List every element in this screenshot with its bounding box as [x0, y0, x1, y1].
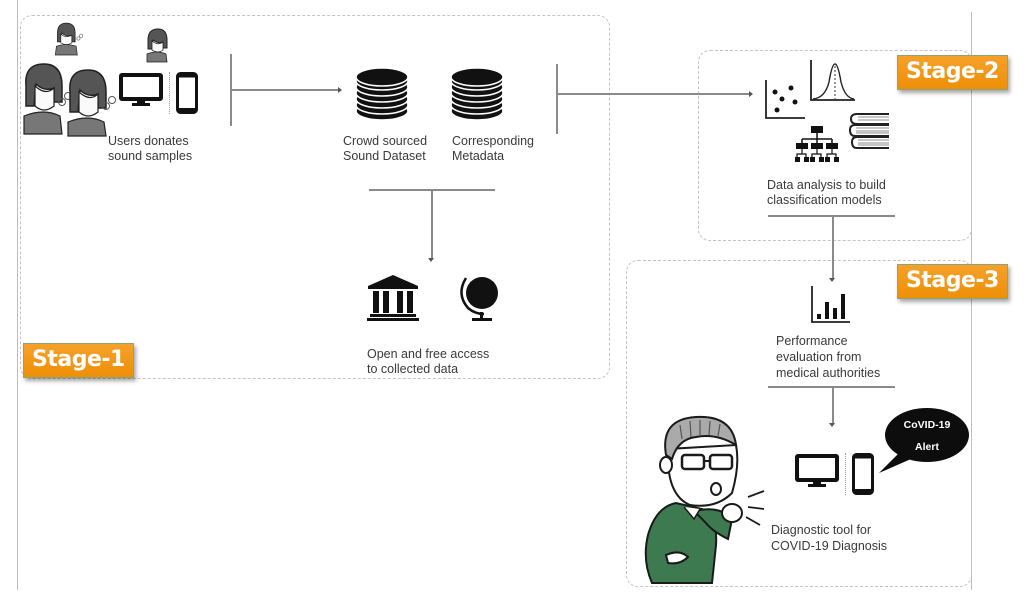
diagnostic-label-2: COVID-19 Diagnosis — [771, 539, 888, 553]
hierarchy-icon — [795, 126, 839, 162]
connector-dataset-to-access — [431, 189, 433, 259]
dataset-label-2: Sound Dataset — [343, 149, 426, 163]
stage-3-badge: Stage-3 — [897, 264, 1008, 299]
bell-curve-icon — [810, 60, 855, 101]
arrowhead-diagnostic — [829, 423, 835, 427]
connector-evaluation-to-diagnostic — [832, 386, 834, 424]
analysis-label-1: Data analysis to build — [767, 178, 886, 192]
arrowhead-evaluation — [829, 278, 835, 282]
connector-analysis-bar — [768, 215, 895, 217]
diagnostic-smartphone-icon — [852, 453, 874, 495]
stage-2-box — [698, 50, 972, 241]
alert-text-2: Alert — [915, 441, 939, 453]
stage-1-box — [20, 15, 610, 379]
stage-1-badge: Stage-1 — [23, 343, 134, 378]
connector-analysis-to-evaluation — [832, 215, 834, 279]
metadata-label-2: Metadata — [452, 149, 505, 163]
evaluation-label-1: Performance — [776, 334, 848, 348]
monitor-icon — [119, 73, 163, 106]
diagnostic-device-divider — [845, 453, 846, 495]
institution-icon — [367, 275, 419, 321]
stage-3-box — [626, 260, 972, 587]
coughing-person-small-icon — [146, 28, 168, 63]
evaluation-label-3: medical authorities — [776, 366, 881, 380]
arrowhead-dataset — [338, 87, 342, 93]
diagnostic-label-1: Diagnostic tool for — [771, 523, 872, 537]
scatter-plot-icon — [765, 80, 805, 119]
evaluation-label-2: evaluation from — [776, 350, 862, 364]
alert-text-1: CoVID-19 — [903, 419, 951, 431]
speech-bubble-icon — [879, 408, 969, 473]
analysis-label-2: classification models — [767, 193, 882, 207]
connector-metadata-to-analysis — [557, 93, 750, 95]
bar-chart-icon — [811, 286, 850, 323]
open-access-label-1: Open and free access — [367, 347, 490, 361]
arrowhead-analysis — [749, 91, 753, 97]
dataset-label-1: Crowd sourced — [343, 134, 428, 148]
connector-users-bar — [230, 54, 232, 126]
globe-icon — [460, 277, 498, 321]
smartphone-icon — [176, 72, 198, 114]
stage-2-badge: Stage-2 — [897, 55, 1008, 90]
open-access-label-2: to collected data — [367, 362, 459, 376]
connector-users-to-dataset — [231, 89, 339, 91]
dataset-database-icon — [355, 67, 409, 121]
metadata-label-1: Corresponding — [452, 134, 534, 148]
users-label-2: sound samples — [108, 149, 193, 163]
books-icon — [848, 113, 889, 149]
connector-evaluation-bar — [768, 386, 895, 388]
page-left-border — [17, 0, 18, 590]
device-divider — [169, 72, 170, 114]
connector-metadata-bar — [556, 64, 558, 134]
diagnostic-monitor-icon — [795, 454, 839, 487]
users-label-1: Users donates — [108, 134, 189, 148]
coughing-people-icon — [23, 22, 116, 137]
arrowhead-access — [428, 258, 434, 262]
coughing-man-icon — [644, 415, 765, 584]
metadata-database-icon — [450, 67, 504, 121]
